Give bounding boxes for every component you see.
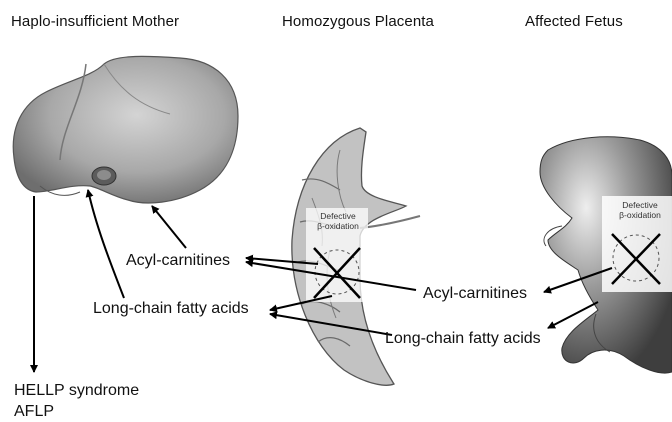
liver-illustration <box>13 56 238 203</box>
fetus-defect-line2: β-oxidation <box>612 210 668 220</box>
outcome-aflp: AFLP <box>14 401 139 422</box>
fetus-defect-label: Defective β-oxidation <box>612 200 668 220</box>
fetus-defect-line1: Defective <box>612 200 668 210</box>
header-fetus: Affected Fetus <box>525 13 623 30</box>
maternal-outcome-label: HELLP syndrome AFLP <box>14 380 139 422</box>
outcome-hellp: HELLP syndrome <box>14 380 139 401</box>
arrow-lcfa-to-liver <box>88 190 124 298</box>
fetus-acyl-carnitines-label: Acyl-carnitines <box>423 285 527 303</box>
header-mother: Haplo-insufficient Mother <box>11 13 179 30</box>
placenta-defect-line2: β-oxidation <box>308 221 368 231</box>
mother-long-chain-fatty-acids-label: Long-chain fatty acids <box>93 300 249 318</box>
placenta-defect-line1: Defective <box>308 211 368 221</box>
placenta-defect-label: Defective β-oxidation <box>308 211 368 231</box>
fetus-illustration <box>540 137 672 373</box>
fetus-long-chain-fatty-acids-label: Long-chain fatty acids <box>385 330 541 348</box>
arrow-acyl-to-liver <box>152 206 186 248</box>
header-placenta: Homozygous Placenta <box>282 13 434 30</box>
mother-acyl-carnitines-label: Acyl-carnitines <box>126 252 230 270</box>
